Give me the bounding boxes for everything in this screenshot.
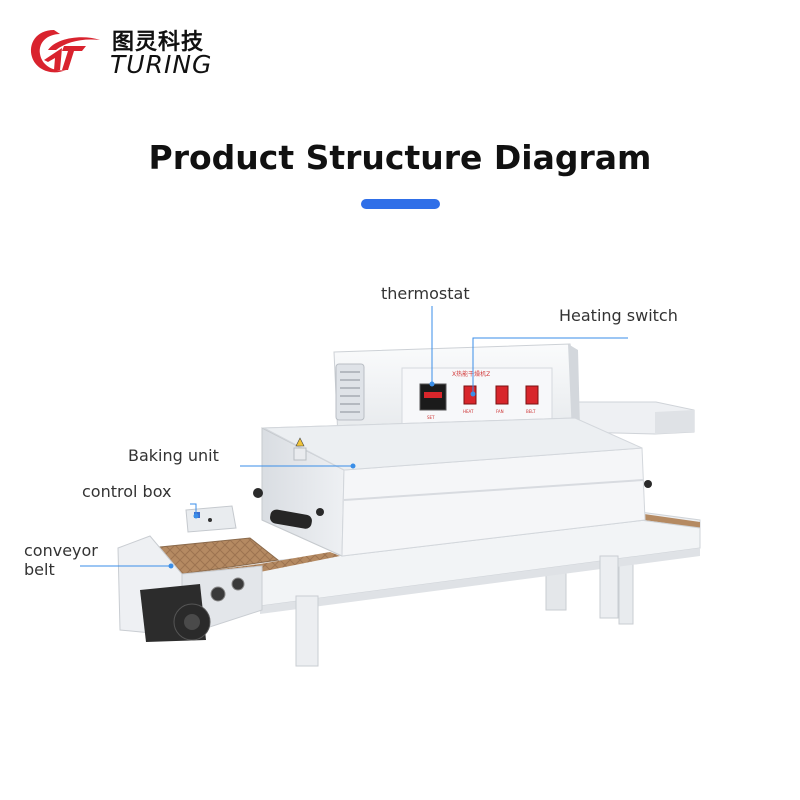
callout-thermostat: thermostat (381, 284, 470, 303)
callout-conveyor-belt: conveyor belt (24, 541, 98, 579)
label-heat: HEAT (463, 409, 474, 414)
callout-heating-switch: Heating switch (559, 306, 678, 325)
callout-baking-unit: Baking unit (128, 446, 219, 465)
label-fan: FAN (496, 409, 504, 414)
label-set: SET (427, 415, 435, 420)
label-belt: BELT (526, 409, 536, 414)
panel-title: X热能干燥机Z (452, 370, 490, 378)
callout-control-box: control box (82, 482, 171, 501)
